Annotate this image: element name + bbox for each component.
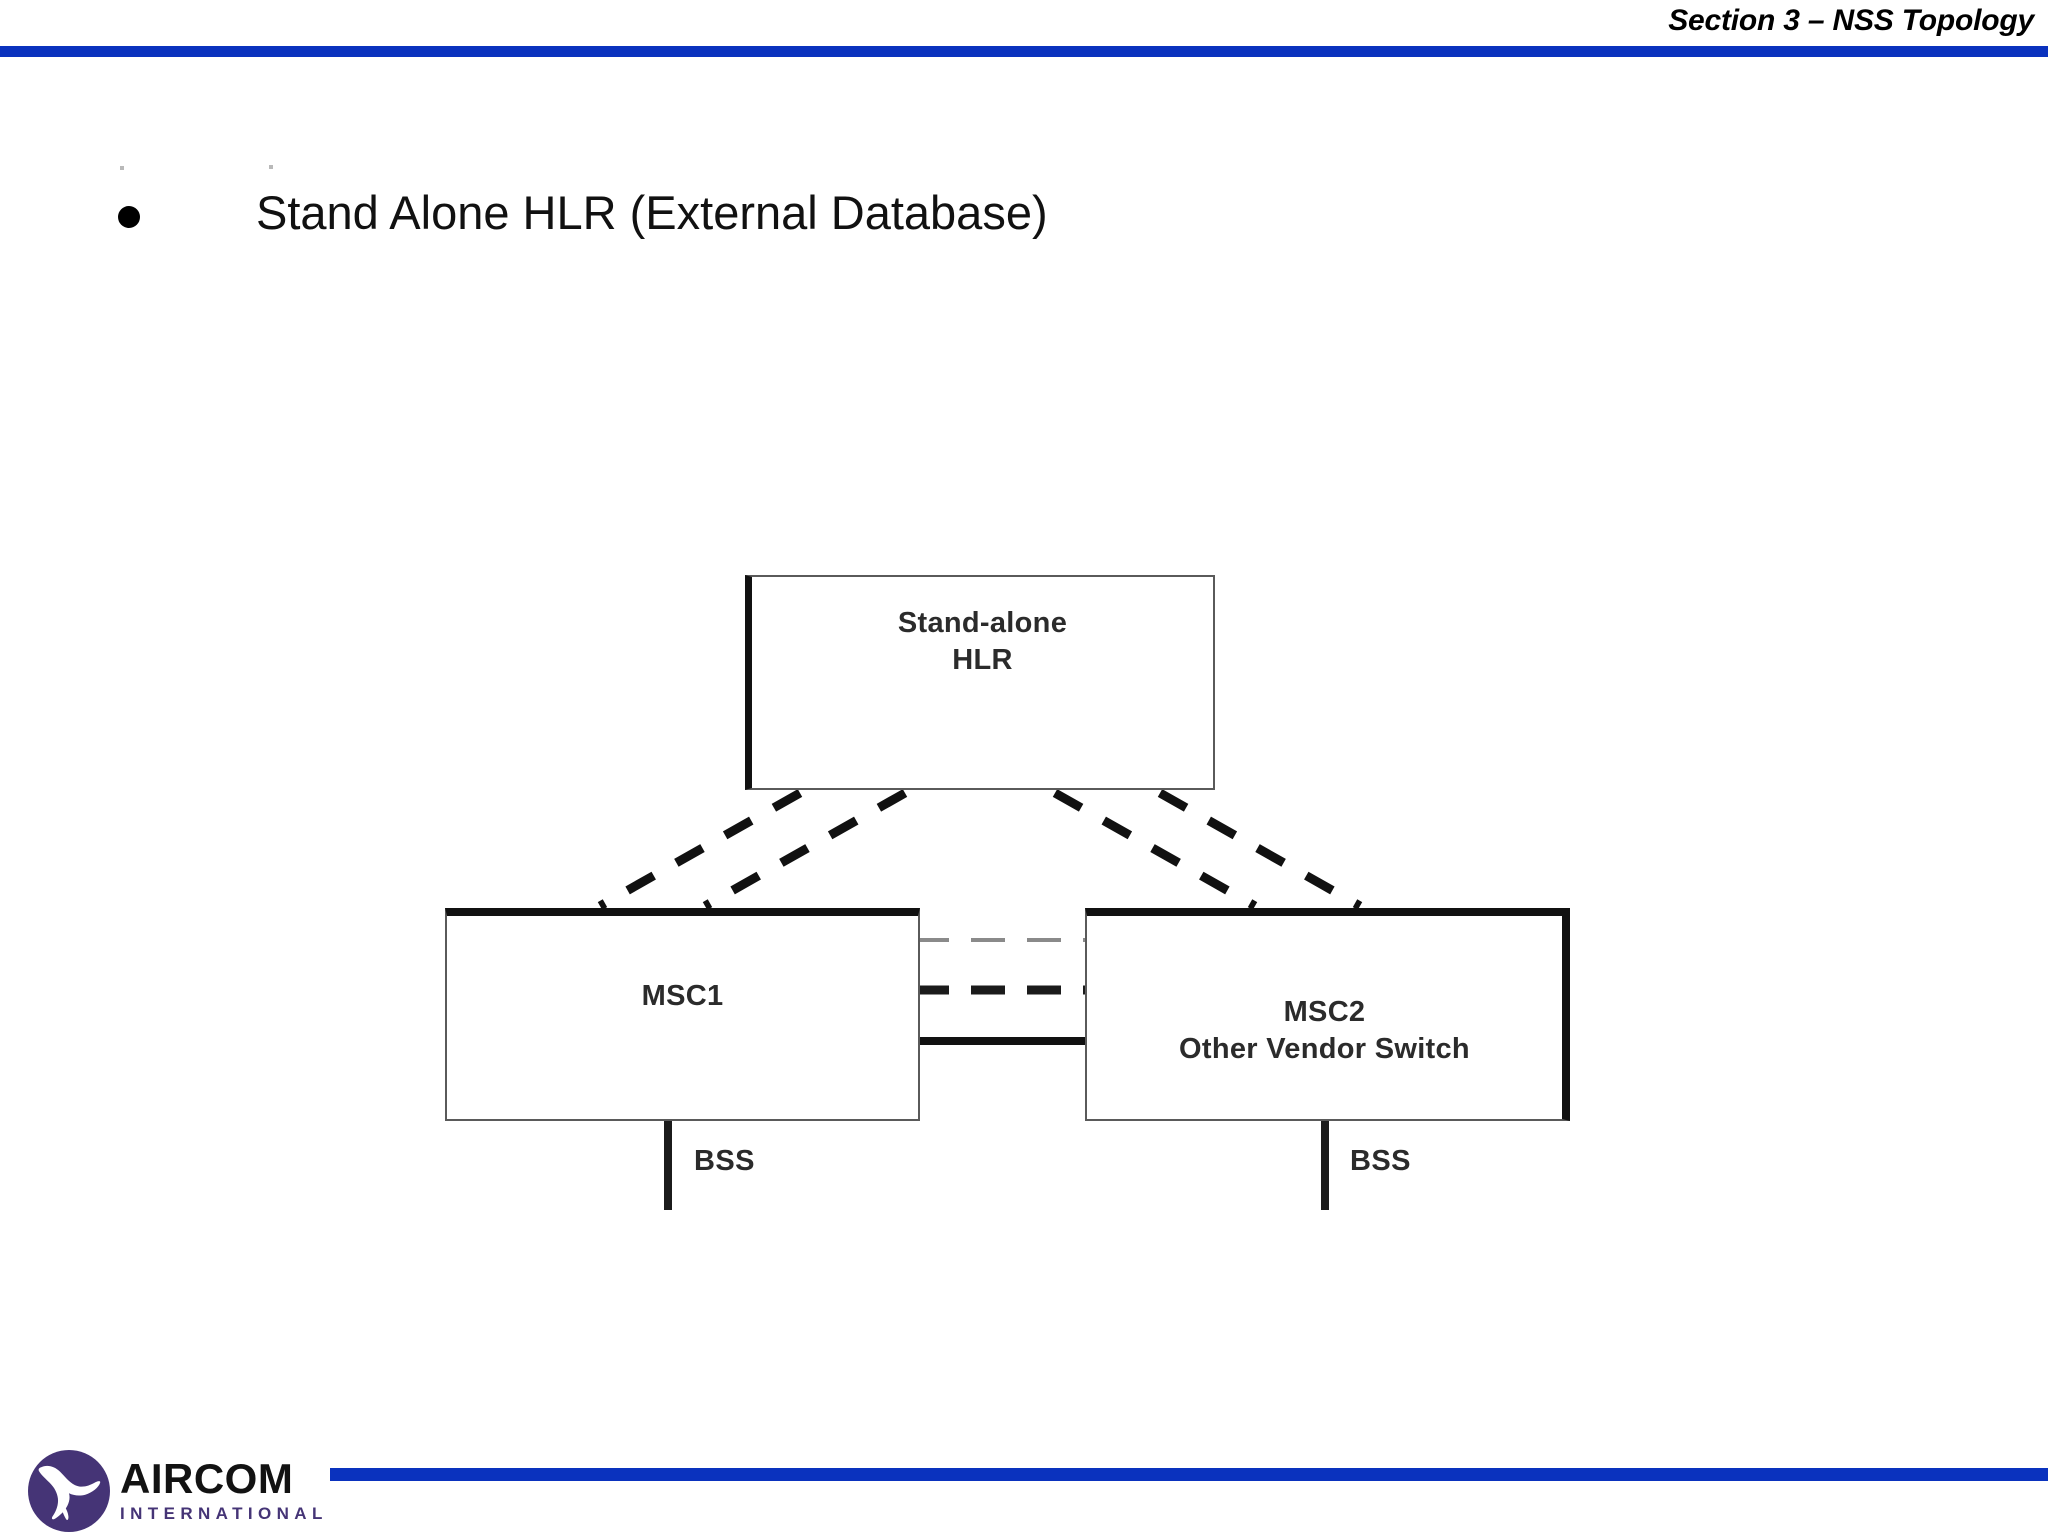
logo-wordmark: AIRCOM INTERNATIONAL (120, 1455, 328, 1523)
node-msc2-label-line1: MSC2 (1283, 996, 1366, 1028)
node-msc2-label-line2: Other Vendor Switch (1179, 1033, 1470, 1066)
node-hlr-label: Stand-alone HLR (898, 605, 1067, 679)
node-msc1: MSC1 (445, 908, 920, 1121)
node-msc1-label: MSC1 (642, 978, 724, 1015)
link-hlr-msc2-b (1157, 789, 1363, 910)
bullet-dot-icon (118, 206, 140, 228)
bullet-item-label: Stand Alone HLR (External Database) (256, 186, 1048, 239)
link-hlr-msc1-b (702, 789, 908, 910)
edge-label-bss-left: BSS (694, 1145, 755, 1177)
scan-speck (269, 165, 273, 169)
scan-speck (120, 166, 124, 170)
aircom-logo: AIRCOM INTERNATIONAL (28, 1448, 328, 1536)
bullet-list-item: Stand Alone HLR (External Database) (118, 188, 1048, 237)
page-header-title: Section 3 – NSS Topology (1668, 4, 2034, 37)
node-msc2: MSC2 Other Vendor Switch (1085, 908, 1570, 1121)
header-divider-rule (0, 46, 2048, 57)
footer-divider-rule (330, 1468, 2048, 1481)
link-hlr-msc1-a (597, 789, 803, 910)
logo-secondary-text: INTERNATIONAL (120, 1504, 328, 1523)
bird-icon (38, 1465, 101, 1521)
edge-label-bss-right: BSS (1350, 1145, 1411, 1177)
node-msc1-label-line1: MSC1 (641, 980, 724, 1012)
node-msc2-label: MSC2 Other Vendor Switch (1179, 994, 1470, 1068)
node-hlr-label-line2: HLR (952, 644, 1013, 677)
logo-primary-text: AIRCOM (120, 1455, 294, 1502)
link-hlr-msc2-a (1052, 789, 1258, 910)
node-stand-alone-hlr: Stand-alone HLR (745, 575, 1215, 790)
node-hlr-label-line1: Stand-alone (897, 607, 1068, 639)
